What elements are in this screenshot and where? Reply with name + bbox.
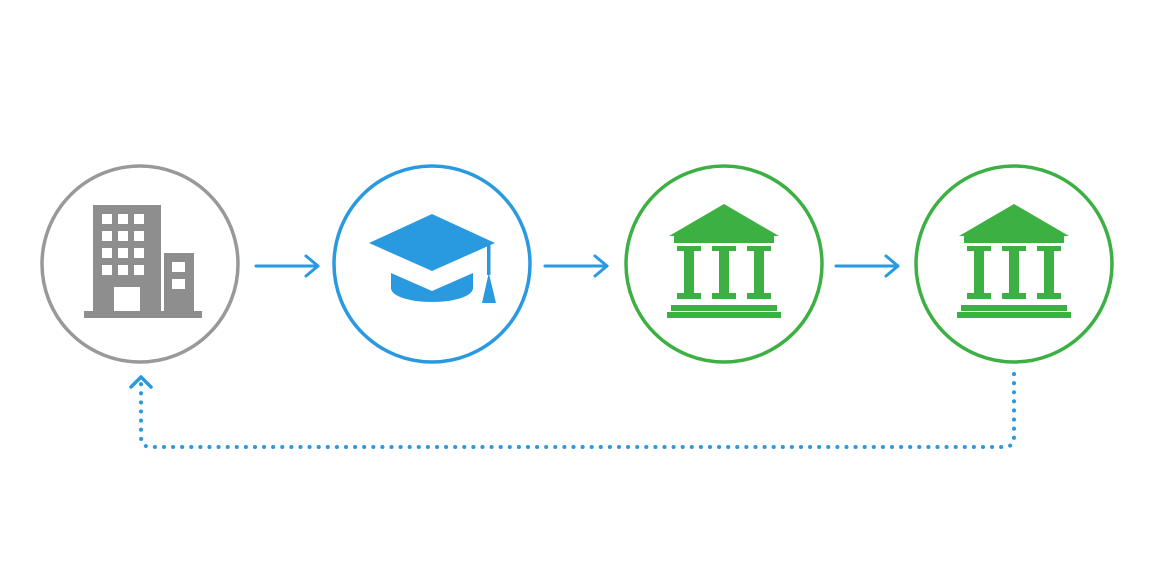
graduation-cap-icon <box>369 214 496 303</box>
node-institution-1-circle <box>624 164 824 364</box>
arrow-company-to-education <box>254 254 320 278</box>
dotted-return-arrowhead <box>129 375 153 389</box>
classical-building-icon <box>667 204 781 318</box>
node-education <box>332 164 532 364</box>
arrow-institution-2-to-company <box>129 372 1016 449</box>
office-building-icon <box>84 205 202 318</box>
classical-building-icon <box>957 204 1071 318</box>
node-institution-1 <box>624 164 824 364</box>
node-institution-2 <box>914 164 1114 364</box>
node-institution-2-circle <box>914 164 1114 364</box>
dotted-return-path <box>139 372 1016 449</box>
node-education-circle <box>332 164 532 364</box>
node-company-circle <box>40 164 240 364</box>
node-company <box>40 164 240 364</box>
arrow-education-to-institution-1 <box>543 254 609 278</box>
arrow-institution-1-to-institution-2 <box>834 254 900 278</box>
